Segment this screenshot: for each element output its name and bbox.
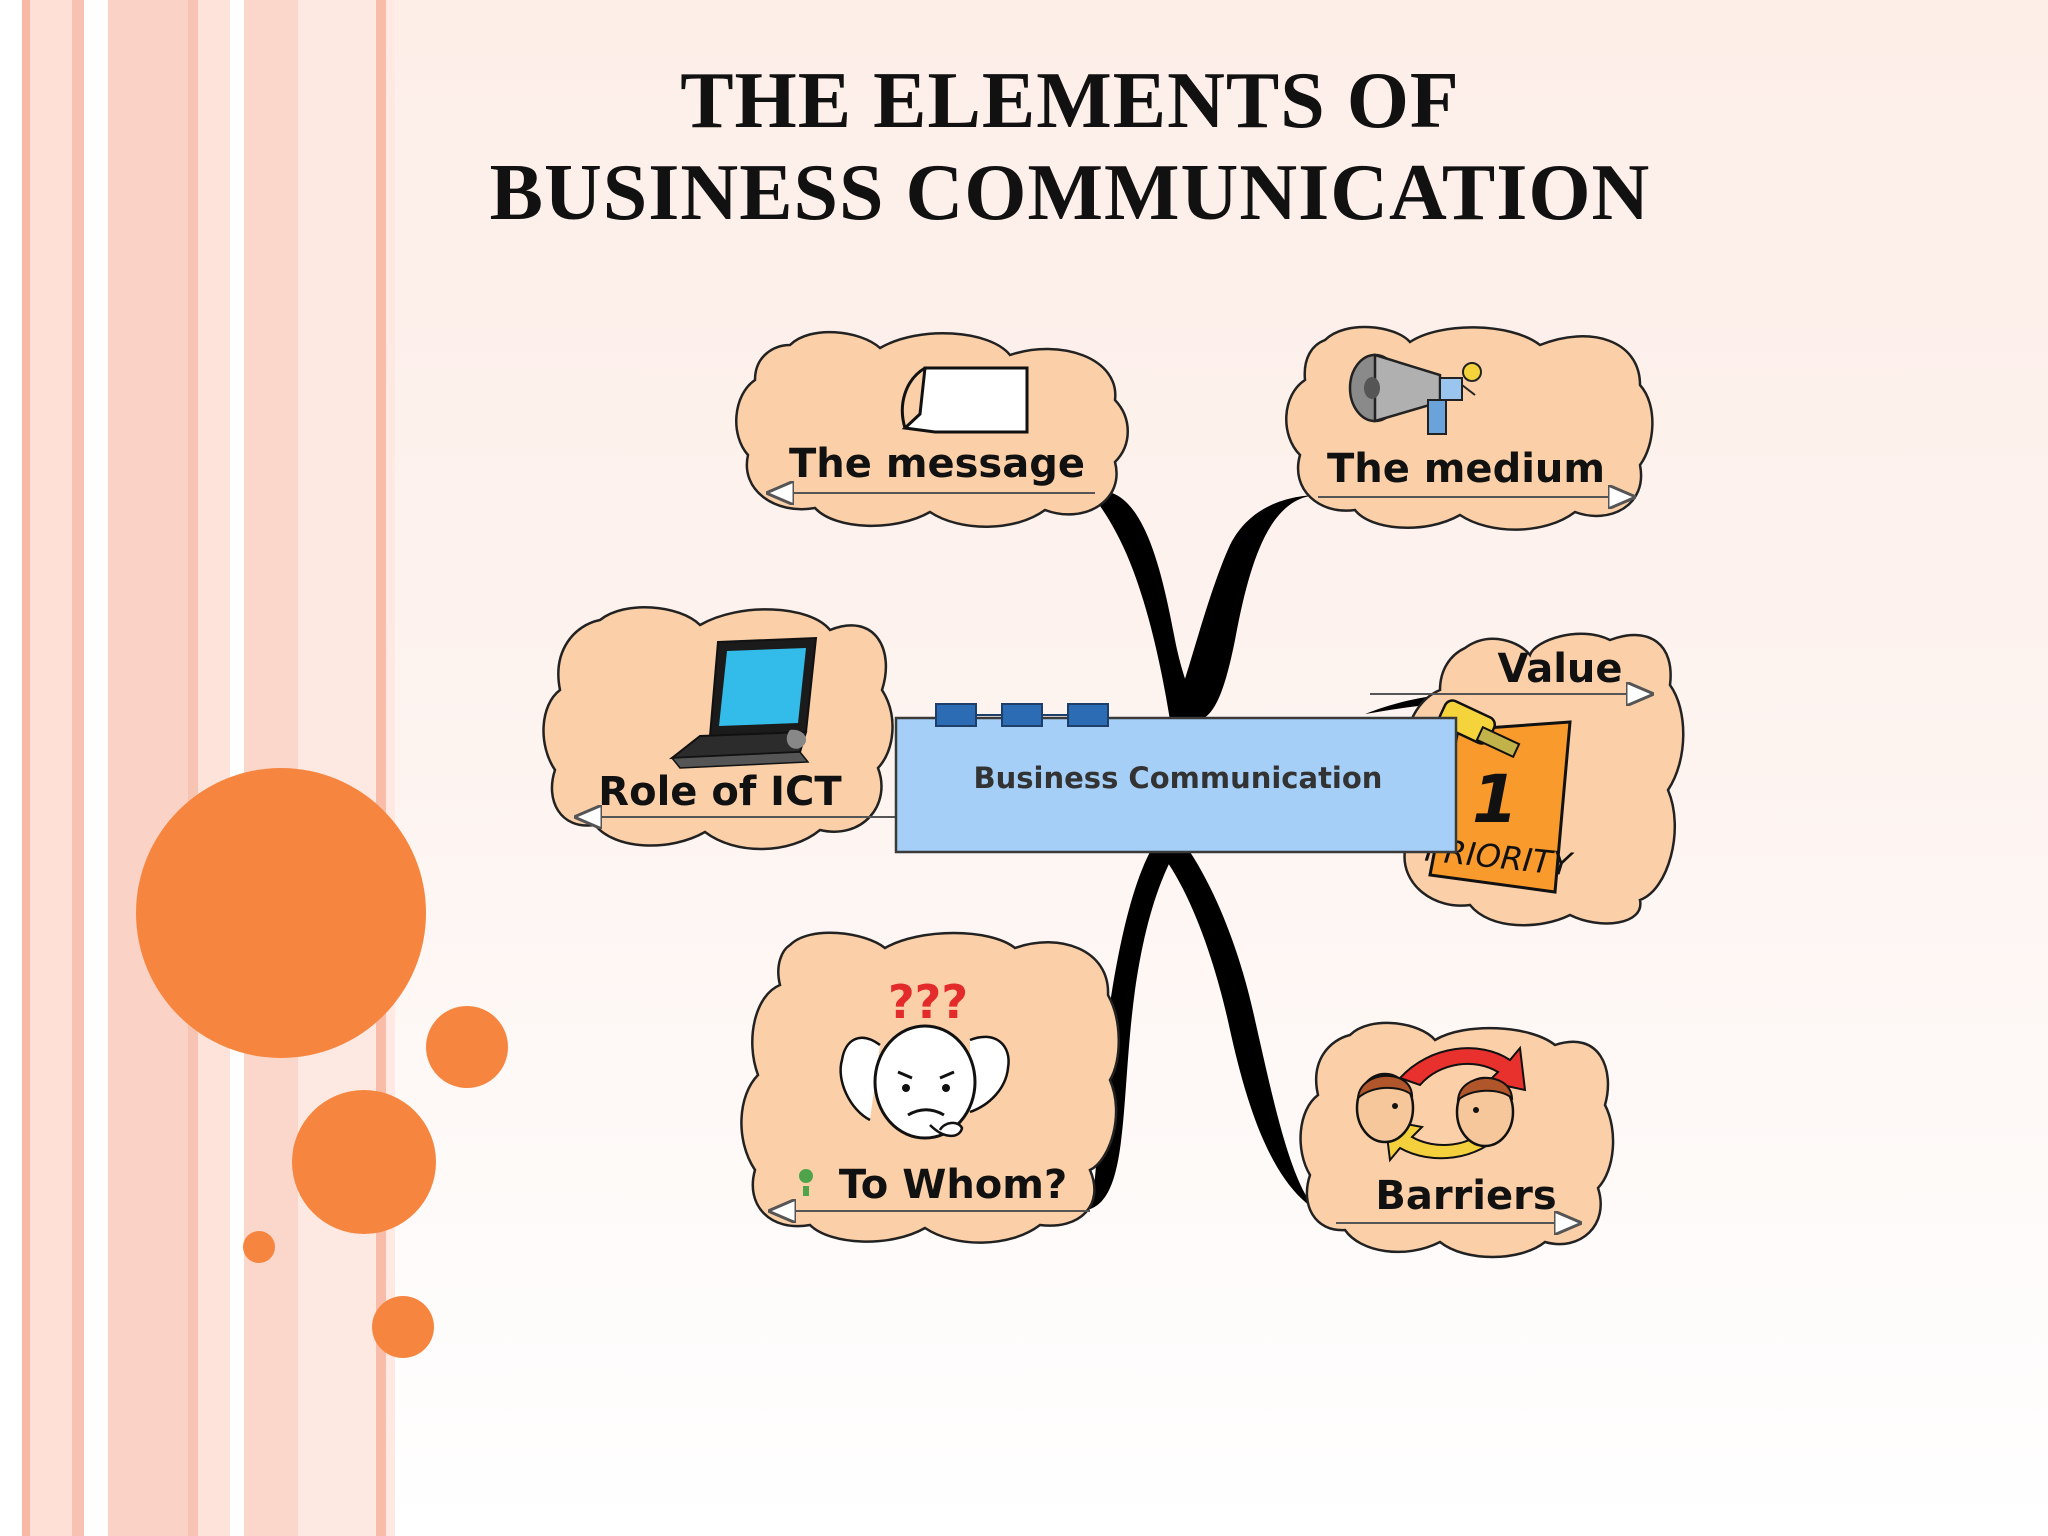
confused-person-icon: ??? [839, 975, 1010, 1140]
branch-to-message [1090, 490, 1205, 720]
title-line-2: BUSINESS COMMUNICATION [489, 149, 1651, 237]
decorative-circle-tiny [243, 1231, 275, 1263]
node-label-whom: To Whom? [839, 1162, 1067, 1208]
node-label-medium: The medium [1327, 446, 1605, 492]
node-the-message: The message [735, 330, 1129, 528]
central-topic-label: Business Communication [974, 761, 1383, 795]
decorative-circle-small [426, 1006, 508, 1088]
branch-to-barriers [1160, 852, 1345, 1223]
node-value: 1 PRIORITY Value [1370, 632, 1685, 927]
decorative-circle-medium [292, 1090, 436, 1234]
laptop-icon [668, 636, 818, 769]
central-topic: Business Communication [860, 703, 1458, 854]
node-role-of-ict: Role of ICT [542, 606, 894, 851]
node-barriers: Barriers [1299, 1021, 1615, 1259]
priority-number: 1 [1472, 761, 1518, 838]
node-to-whom: ??? To Whom? [740, 931, 1120, 1244]
speech-bubble-icon [900, 366, 1029, 434]
megaphone-icon [1348, 353, 1482, 435]
decorative-circle-small-2 [372, 1296, 434, 1358]
node-label-barriers: Barriers [1375, 1173, 1556, 1219]
node-label-ict: Role of ICT [598, 769, 842, 815]
central-topic-box [894, 716, 1458, 854]
help-icon [799, 1169, 813, 1196]
branch-to-medium [1170, 495, 1320, 720]
title-line-1: THE ELEMENTS OF [680, 57, 1460, 145]
slide-title: THE ELEMENTS OF BUSINESS COMMUNICATION [420, 55, 1720, 239]
people-exchange-icon [1355, 1045, 1527, 1163]
priority-note-icon: 1 PRIORITY [1423, 699, 1576, 894]
question-marks: ??? [888, 975, 968, 1029]
decorative-circle-large [136, 768, 426, 1058]
node-label-value: Value [1497, 646, 1622, 692]
decorative-stripes [0, 0, 395, 1536]
node-label-message: The message [789, 441, 1085, 487]
cloud-shape [1285, 325, 1654, 531]
node-the-medium: The medium [1285, 325, 1654, 531]
